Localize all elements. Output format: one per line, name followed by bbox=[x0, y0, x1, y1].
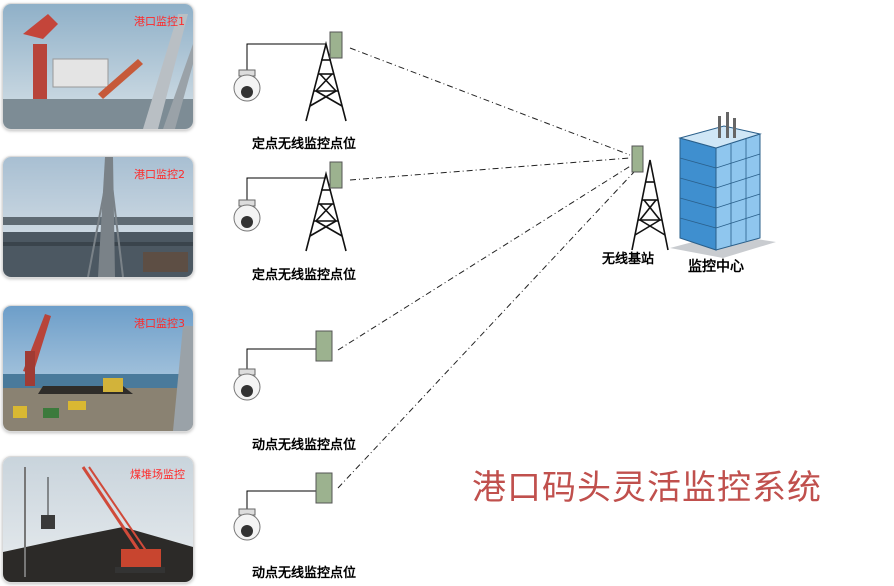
site-label-1: 定点无线监控点位 bbox=[252, 137, 357, 152]
tower-icon bbox=[631, 159, 669, 251]
coal-yard-photo-4 bbox=[3, 457, 193, 582]
camera-feed-4[interactable]: 煤堆场监控 bbox=[2, 456, 194, 583]
monitoring-center-building-icon bbox=[670, 112, 776, 258]
tower-icon bbox=[305, 40, 347, 122]
dome-camera-icon bbox=[233, 199, 261, 232]
site-2-equipment bbox=[233, 161, 347, 252]
link-line-4 bbox=[337, 171, 635, 489]
link-line-2 bbox=[349, 157, 631, 181]
camera-feed-2[interactable]: 港口监控2 bbox=[2, 156, 194, 278]
site-label-4: 动点无线监控点位 bbox=[252, 566, 357, 581]
feed-label-1: 港口监控1 bbox=[134, 15, 185, 28]
site-4-equipment bbox=[233, 472, 333, 541]
camera-cable-icon bbox=[246, 490, 316, 510]
camera-feed-1[interactable]: 港口监控1 bbox=[2, 3, 194, 130]
camera-feed-3[interactable]: 港口监控3 bbox=[2, 305, 194, 432]
base-station-equipment bbox=[631, 145, 669, 251]
feed-label-4: 煤堆场监控 bbox=[130, 468, 185, 481]
camera-cable-icon bbox=[246, 348, 316, 370]
site-label-2: 定点无线监控点位 bbox=[252, 268, 357, 283]
site-label-3: 动点无线监控点位 bbox=[252, 438, 357, 453]
site-1-equipment bbox=[233, 31, 347, 122]
port-yard-photo-3 bbox=[3, 306, 193, 431]
dome-camera-icon bbox=[233, 508, 261, 541]
camera-cable-icon bbox=[246, 177, 326, 201]
monitoring-center-label: 监控中心 bbox=[688, 259, 744, 275]
base-station-label: 无线基站 bbox=[602, 252, 655, 267]
system-title: 港口码头灵活监控系统 bbox=[472, 468, 822, 508]
tower-icon bbox=[305, 170, 347, 252]
link-line-3 bbox=[337, 164, 633, 351]
site-3-equipment bbox=[233, 330, 333, 401]
port-crane-photo-1 bbox=[3, 4, 193, 129]
dome-camera-icon bbox=[233, 368, 261, 401]
panel-antenna-icon bbox=[631, 145, 644, 173]
panel-antenna-icon bbox=[329, 161, 343, 189]
camera-cable-icon bbox=[246, 43, 326, 71]
feed-label-3: 港口监控3 bbox=[134, 317, 185, 330]
feed-label-2: 港口监控2 bbox=[134, 168, 185, 181]
panel-antenna-icon bbox=[315, 330, 333, 362]
panel-antenna-icon bbox=[315, 472, 333, 504]
dome-camera-icon bbox=[233, 69, 261, 102]
port-pier-photo-2 bbox=[3, 157, 193, 277]
link-line-1 bbox=[349, 47, 631, 156]
panel-antenna-icon bbox=[329, 31, 343, 59]
